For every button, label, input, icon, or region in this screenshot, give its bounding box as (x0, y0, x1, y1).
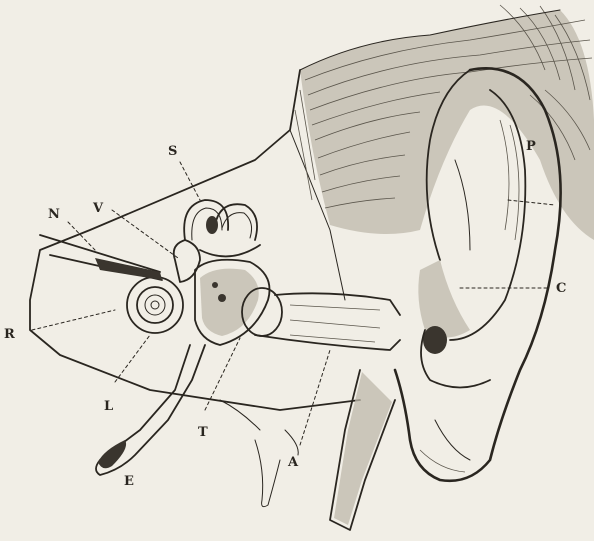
ear-canal-opening (423, 326, 447, 354)
leader-v (112, 210, 178, 258)
label-v: V (92, 201, 104, 216)
leader-r (32, 310, 115, 330)
label-r: R (4, 327, 15, 342)
label-s: S (168, 144, 177, 159)
neck-section (220, 370, 395, 530)
labels: S V N R L T E A P C (4, 139, 566, 489)
label-l: L (104, 399, 113, 414)
tympanum (195, 260, 282, 345)
cochlea (127, 277, 183, 333)
label-e: E (124, 474, 134, 489)
vestibule (174, 240, 200, 282)
leader-a (300, 350, 330, 445)
leader-t (205, 338, 240, 410)
label-t: T (198, 425, 208, 440)
leader-p (508, 200, 555, 205)
label-n: N (48, 207, 60, 222)
leader-l (115, 335, 150, 382)
label-c: C (556, 281, 566, 296)
label-a: A (287, 455, 299, 470)
leader-s (180, 162, 200, 200)
label-p: P (526, 139, 536, 154)
auditory-canal (255, 293, 400, 350)
